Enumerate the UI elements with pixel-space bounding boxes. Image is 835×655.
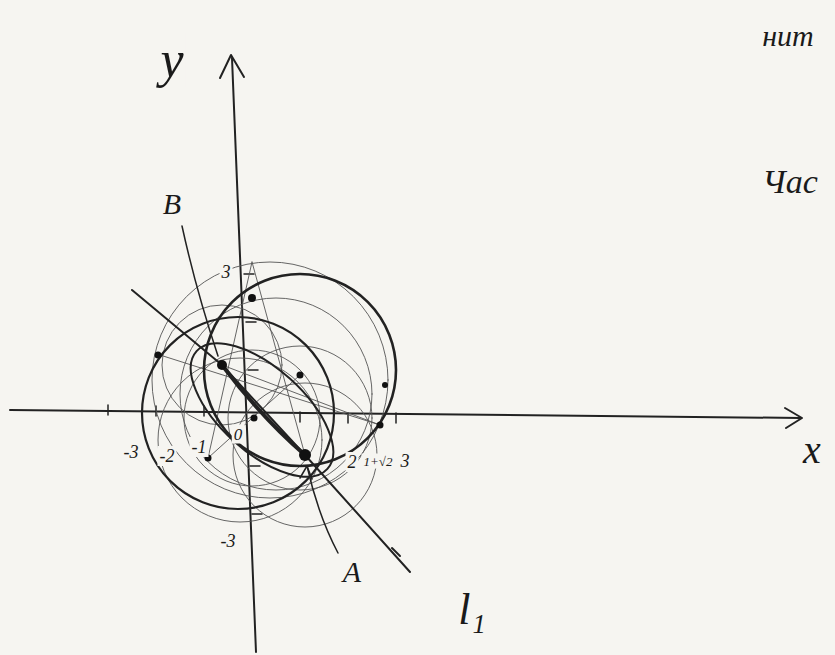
tick-label: 0 [232, 425, 245, 444]
x-axis [10, 410, 800, 418]
tick-label: 1+√2 [362, 454, 395, 469]
tick-label: 3 [399, 451, 412, 471]
points [155, 294, 389, 462]
x-arrowhead [785, 408, 802, 428]
axis-label: x [801, 429, 823, 471]
tick-label: -3 [122, 442, 141, 462]
tick-label: -1 [190, 437, 209, 457]
segment-ba [222, 365, 305, 455]
note-text: Час [760, 164, 820, 200]
construction-circles [152, 262, 388, 527]
note-text: нит [760, 20, 816, 52]
leader-arrow [300, 466, 312, 479]
main-circle [204, 274, 396, 466]
tick-mark [392, 548, 400, 556]
tick-label: 3 [220, 262, 233, 282]
ellipse [168, 320, 355, 500]
line-label: l₁ [456, 587, 488, 633]
tick-label: -3 [219, 531, 238, 551]
point-label: A [341, 556, 363, 588]
tick-label: 2 [346, 452, 359, 472]
y-axis [232, 58, 256, 652]
axis-ticks [108, 274, 396, 514]
point-label: B [161, 188, 183, 220]
axis-label: y [158, 33, 185, 87]
y-arrowhead [220, 55, 244, 78]
tick-label: -2 [158, 446, 177, 466]
leader-line [182, 226, 218, 356]
second-circle [142, 317, 334, 509]
line-l1 [132, 290, 410, 572]
